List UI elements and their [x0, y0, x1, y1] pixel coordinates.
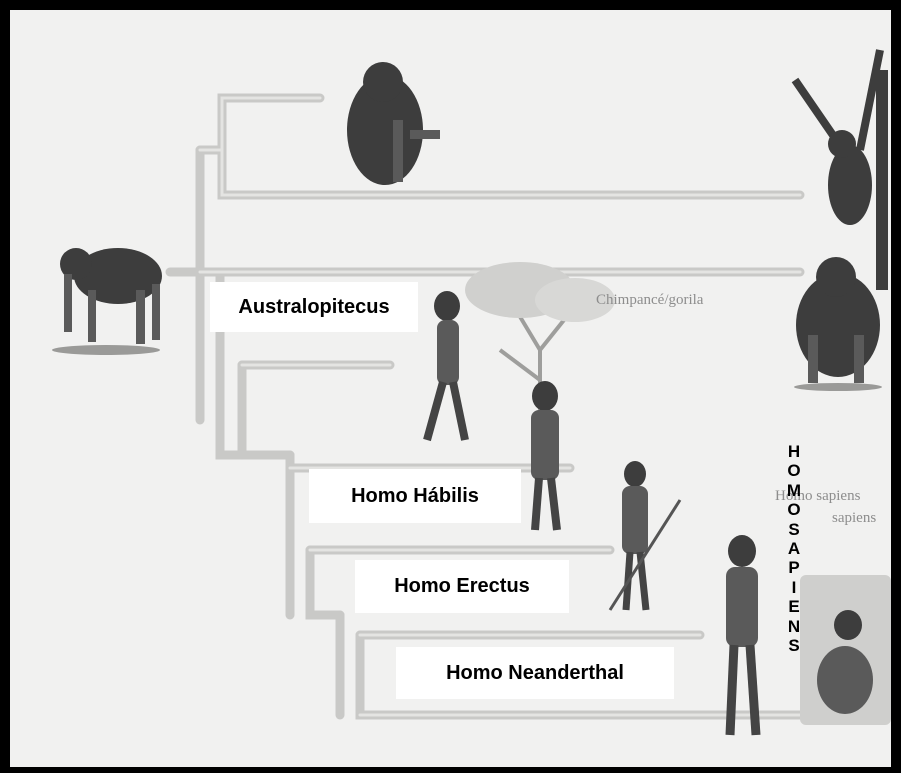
homo-habilis-figure-icon	[531, 381, 559, 530]
vertical-title-letter: P	[784, 558, 804, 577]
vertical-title-letter: A	[784, 539, 804, 558]
homo-erectus-figure-icon	[610, 461, 680, 610]
chimpanzee-icon	[794, 257, 882, 391]
diagram-frame: .br { stroke: #c9c9c7; stroke-width: 9; …	[10, 10, 891, 767]
homo-neanderthal-label: Homo Neanderthal	[396, 647, 674, 699]
vertical-title-letter: N	[784, 617, 804, 636]
tree-branches	[170, 98, 800, 715]
australopitecus-label: Australopitecus	[210, 282, 418, 332]
vertical-title-letter: I	[784, 578, 804, 597]
homo-habilis-label: Homo Hábilis	[309, 469, 521, 523]
chimpance-gorila-label: Chimpancé/gorila	[596, 292, 703, 309]
vertical-title-letter: E	[784, 597, 804, 616]
vertical-title-letter: S	[784, 520, 804, 539]
vertical-title-letter: O	[784, 461, 804, 480]
homo-neanderthal-figure-icon	[726, 535, 758, 735]
orangutan-icon	[347, 62, 440, 185]
gibbon-icon	[795, 50, 888, 290]
ancestor-ape-icon	[52, 248, 162, 355]
vertical-title-letter: M	[784, 481, 804, 500]
vertical-title-letter: S	[784, 636, 804, 655]
vertical-title-letter: O	[784, 500, 804, 519]
homo-sapiens-sapiens-label-line2: sapiens	[832, 510, 876, 527]
homo-sapiens-crouching-icon	[800, 575, 891, 725]
homo-erectus-label: Homo Erectus	[355, 560, 569, 613]
australopithecus-figure-icon	[427, 291, 465, 440]
vertical-title-letter: H	[784, 442, 804, 461]
